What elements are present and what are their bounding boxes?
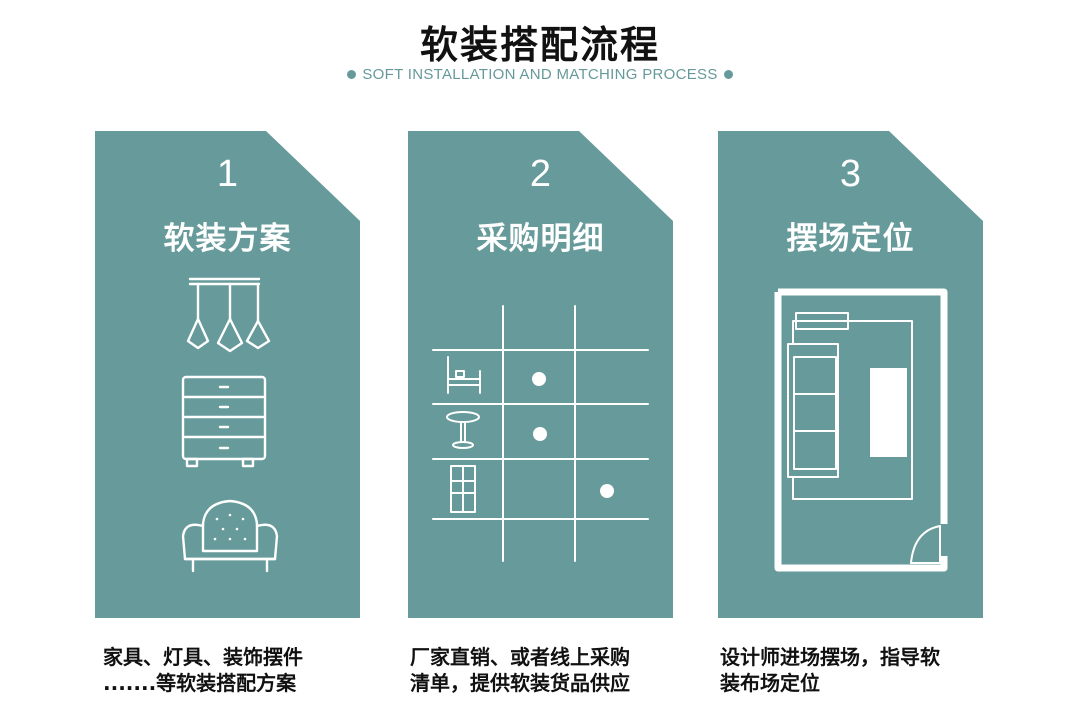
step-description-2: 厂家直销、或者线上采购 清单，提供软装货品供应 bbox=[410, 644, 690, 696]
step-heading: 采购明细 bbox=[476, 221, 605, 257]
selection-dot bbox=[600, 484, 614, 498]
description-line: 装布场定位 bbox=[720, 671, 820, 695]
round-table-icon bbox=[446, 411, 480, 449]
subtitle-text: SOFT INSTALLATION AND MATCHING PROCESS bbox=[362, 66, 718, 83]
selection-dot bbox=[533, 427, 547, 441]
bed-icon bbox=[447, 356, 481, 394]
step-description-1: 家具、灯具、装饰摆件 .......等软装搭配方案 bbox=[103, 644, 383, 696]
step-card-3: 3 摆场定位 bbox=[718, 131, 983, 618]
step-heading: 摆场定位 bbox=[786, 221, 915, 257]
description-line: 清单，提供软装货品供应 bbox=[410, 671, 630, 695]
subtitle-dot-left bbox=[347, 69, 357, 79]
selection-dot bbox=[532, 372, 546, 386]
dresser-icon bbox=[181, 375, 267, 468]
page-title: 软装搭配流程 bbox=[419, 23, 660, 67]
description-line: .......等软装搭配方案 bbox=[103, 671, 297, 695]
description-line: 家具、灯具、装饰摆件 bbox=[103, 645, 303, 669]
cabinet-icon bbox=[450, 465, 476, 513]
step-description-3: 设计师进场摆场，指导软 装布场定位 bbox=[720, 644, 1000, 696]
description-line: 厂家直销、或者线上采购 bbox=[410, 645, 630, 669]
armchair-icon bbox=[181, 499, 279, 573]
pendant-lamp-icon bbox=[186, 277, 271, 353]
page-subtitle: SOFT INSTALLATION AND MATCHING PROCESS bbox=[0, 66, 1080, 83]
step-number: 3 bbox=[839, 153, 862, 195]
description-line: 设计师进场摆场，指导软 bbox=[720, 645, 940, 669]
step-number: 2 bbox=[529, 153, 552, 195]
floor-plan-icon bbox=[774, 288, 948, 572]
subtitle-dot-right bbox=[723, 69, 733, 79]
step-card-2: 2 采购明细 bbox=[408, 131, 673, 618]
step-number: 1 bbox=[216, 153, 239, 195]
step-card-1: 1 软装方案 bbox=[95, 131, 360, 618]
step-heading: 软装方案 bbox=[163, 221, 292, 257]
purchase-grid bbox=[432, 305, 649, 562]
